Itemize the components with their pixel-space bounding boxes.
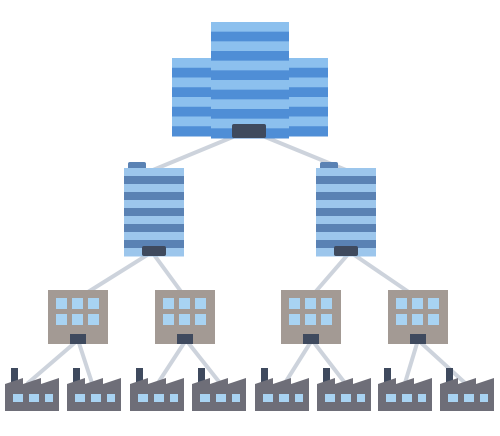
factory-chimney-icon xyxy=(446,368,453,384)
office-building-icon xyxy=(48,290,108,344)
factory-chimney-icon xyxy=(323,368,330,384)
factory-icon xyxy=(67,368,121,411)
factory-icon xyxy=(5,368,59,411)
connector-line xyxy=(156,338,188,385)
factory-icon xyxy=(130,368,184,411)
factory-icon xyxy=(440,368,494,411)
office-door-icon xyxy=(410,334,426,344)
factory-chimney-icon xyxy=(384,368,391,384)
connector-line xyxy=(416,338,467,385)
factory-icon xyxy=(317,368,371,411)
office-building-icon xyxy=(388,290,448,344)
connector-line xyxy=(309,250,352,299)
factory-chimney-icon xyxy=(11,368,18,384)
hq-entrance-icon xyxy=(232,124,266,138)
connector-line xyxy=(76,338,94,385)
office-door-icon xyxy=(70,334,86,344)
connector-line xyxy=(310,338,347,385)
factory-icon xyxy=(255,368,309,411)
headquarters-building-icon xyxy=(172,22,328,139)
connector-line xyxy=(78,250,154,299)
building-nodes xyxy=(5,22,494,411)
factory-chimney-icon xyxy=(73,368,80,384)
office-building-icon xyxy=(281,290,341,344)
tower-entrance-icon xyxy=(334,246,358,256)
connector-lines xyxy=(26,132,467,385)
office-door-icon xyxy=(303,334,319,344)
connector-line xyxy=(151,132,242,172)
office-tower-icon xyxy=(124,162,184,257)
factory-chimney-icon xyxy=(261,368,268,384)
connector-line xyxy=(348,250,418,299)
office-building-icon xyxy=(155,290,215,344)
connector-line xyxy=(26,338,80,385)
factory-chimney-icon xyxy=(198,368,205,384)
factory-icon xyxy=(192,368,246,411)
factory-icon xyxy=(378,368,432,411)
factory-chimney-icon xyxy=(136,368,143,384)
office-tower-icon xyxy=(316,162,376,257)
office-door-icon xyxy=(177,334,193,344)
connector-line xyxy=(184,338,222,385)
connector-line xyxy=(283,338,314,385)
tower-entrance-icon xyxy=(142,246,166,256)
connector-line xyxy=(150,250,187,299)
connector-line xyxy=(403,338,420,385)
